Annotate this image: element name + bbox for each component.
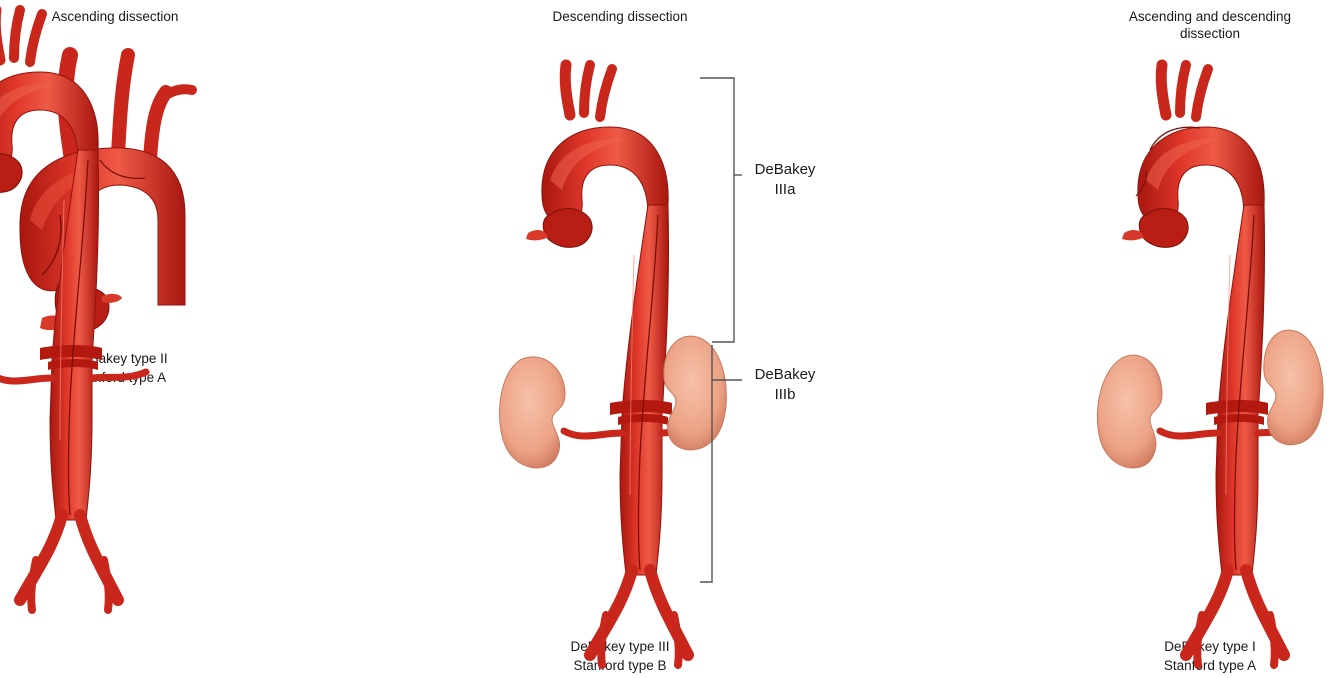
kidney-left-descending: [500, 357, 565, 468]
bracket-iiia: [700, 78, 742, 342]
kidney-left-both: [1097, 355, 1162, 468]
kidney-right-descending: [664, 336, 727, 450]
aortic-arch: [20, 148, 185, 305]
kidney-right-both: [1264, 330, 1323, 445]
